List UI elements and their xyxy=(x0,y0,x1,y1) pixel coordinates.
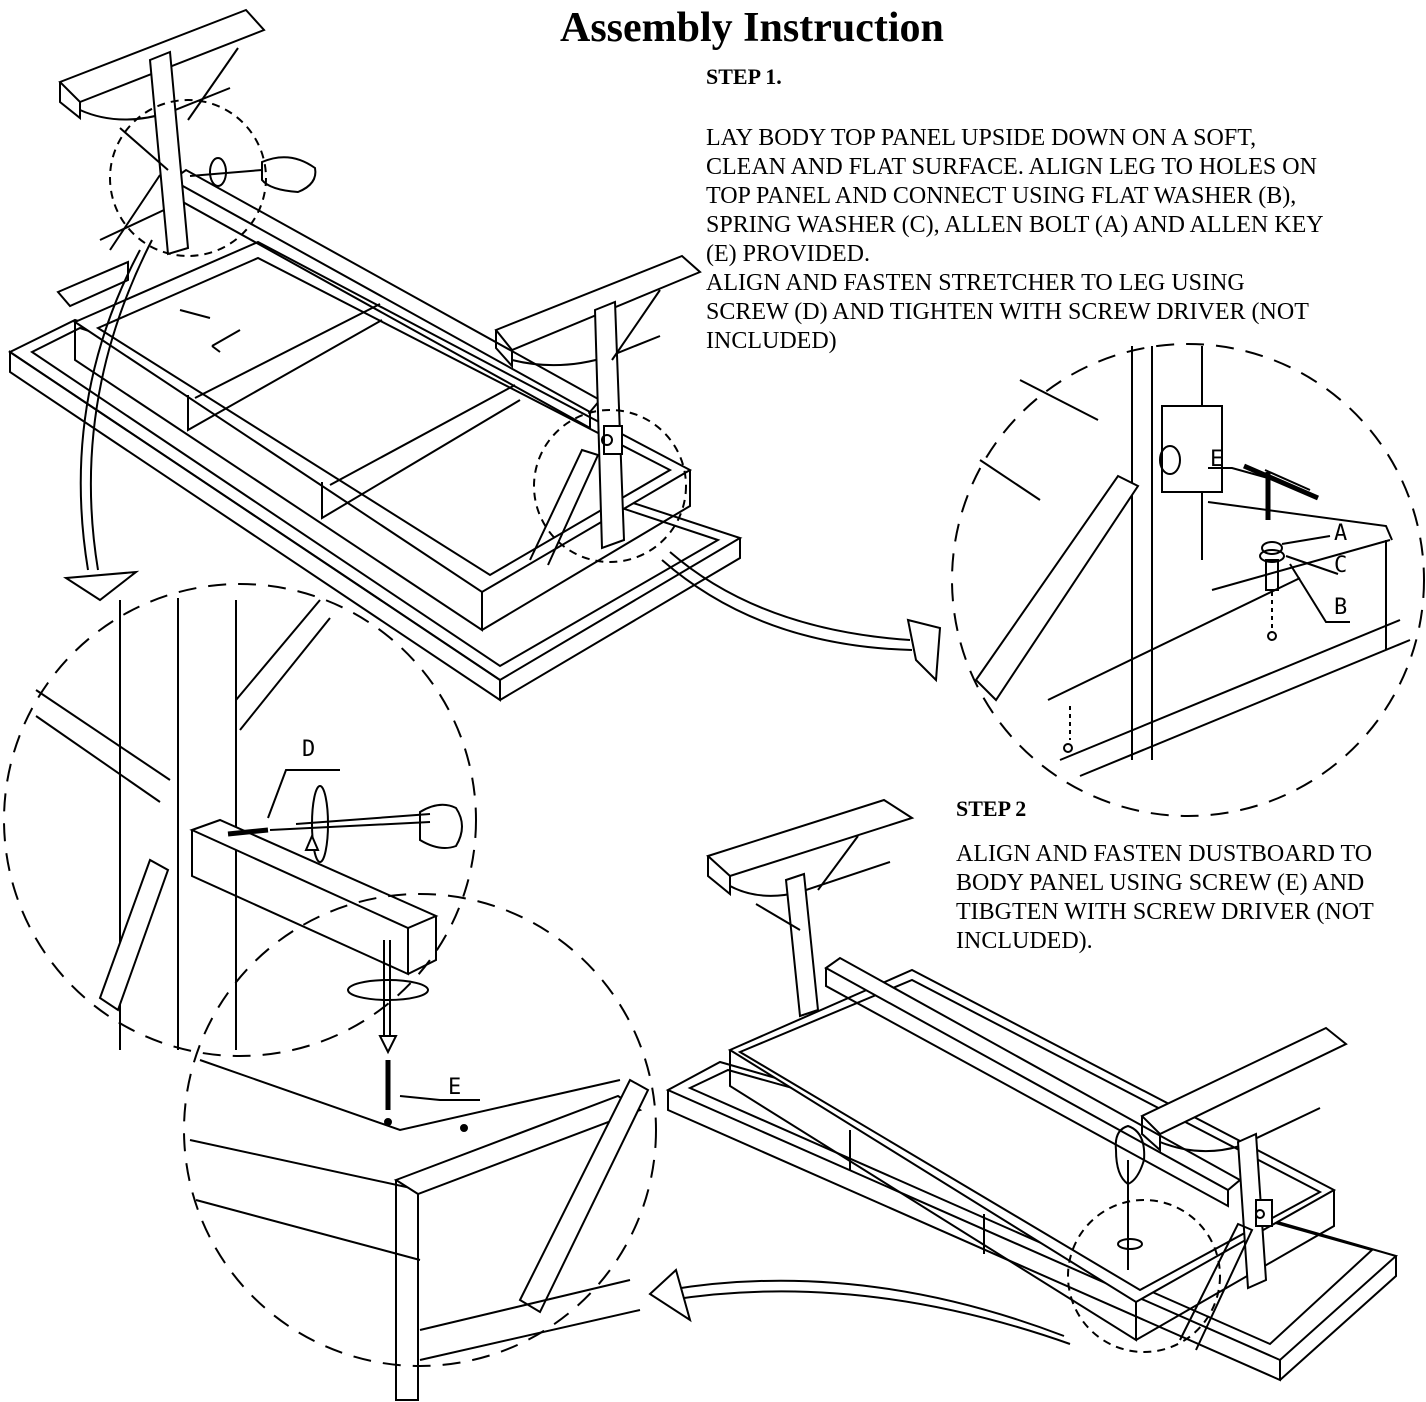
step1-table-drawing xyxy=(10,10,740,700)
callout-b-flat-washer: B xyxy=(1334,595,1347,620)
step1-heading: STEP 1. xyxy=(706,64,782,89)
detail-bolt-view xyxy=(952,344,1424,816)
callout-e-screw: E xyxy=(448,1075,461,1100)
callout-c-spring-washer: C xyxy=(1334,553,1347,578)
detail-screw-d-view xyxy=(4,584,476,1056)
callout-d-screw: D xyxy=(302,737,315,762)
detail-screw-e-view xyxy=(184,894,656,1400)
step1-arrows xyxy=(66,240,940,680)
step1-instructions: LAY BODY TOP PANEL UPSIDE DOWN ON A SOFT… xyxy=(706,125,1324,354)
callout-e-allen-key: E xyxy=(1210,447,1223,472)
detail-screw-e-callouts: E xyxy=(448,1075,461,1100)
detail-bolt-callouts: E A C B xyxy=(1210,447,1347,620)
detail-screw-d-callouts: D xyxy=(302,737,315,762)
step2-instructions: ALIGN AND FASTEN DUSTBOARD TO BODY PANEL… xyxy=(956,841,1374,954)
step2-arrow xyxy=(650,1270,1070,1344)
step2-heading: STEP 2 xyxy=(956,796,1027,821)
step2-table-drawing xyxy=(668,800,1396,1380)
callout-a-bolt: A xyxy=(1334,521,1347,546)
page-title: Assembly Instruction xyxy=(560,5,944,51)
